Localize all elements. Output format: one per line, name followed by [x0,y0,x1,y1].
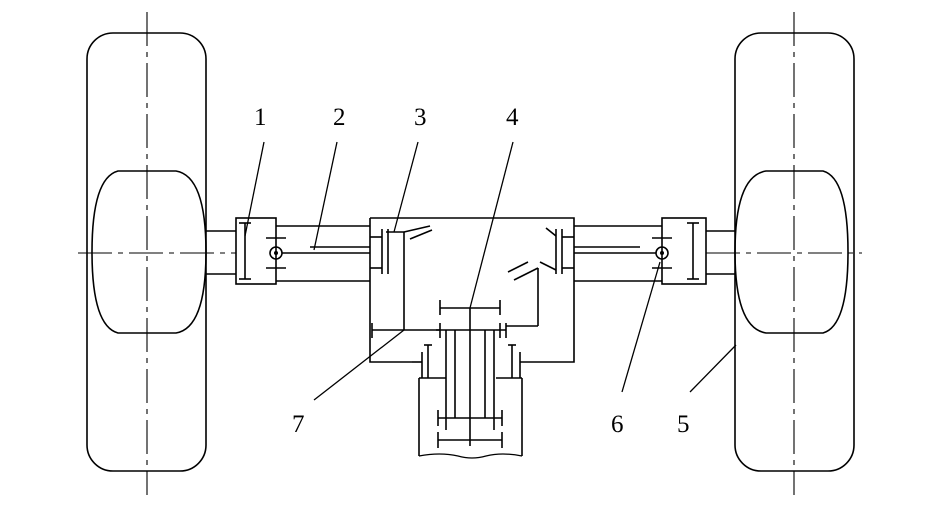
right-bevel-gears [507,227,574,326]
label-4: 4 [506,104,519,131]
transfer-gears [371,300,538,448]
leader-2 [313,141,338,251]
leader-lines [244,141,737,401]
housing-break-line [418,453,523,459]
left-half-shaft [276,225,370,282]
label-2: 2 [333,104,346,131]
left-tire [86,32,207,472]
stub-axles [206,230,735,275]
label-5: 5 [677,411,690,438]
left-rim [91,170,207,334]
housing-left-wall [369,218,412,363]
input-housing [418,377,523,459]
leader-5 [689,344,737,393]
label-1: 1 [254,104,267,131]
housing-right-wall [370,217,575,363]
right-hub-box [661,217,707,285]
central-housing [369,217,575,378]
right-rim [734,170,849,334]
left-wheel [86,32,207,472]
leader-1 [244,141,265,237]
right-wheel [734,32,855,472]
leader-4 [469,141,514,309]
part-labels: 1 2 3 4 5 6 7 [254,104,690,438]
center-lines [78,12,862,495]
label-7: 7 [292,411,305,438]
leader-7 [313,329,405,401]
label-3: 3 [414,104,427,131]
right-half-shaft [574,225,662,282]
label-6: 6 [611,411,624,438]
left-bevel-gears [370,225,433,330]
right-tire [734,32,855,472]
left-hub-housing [235,217,286,285]
right-hub-housing [652,217,707,285]
leader-3 [393,141,419,233]
leader-6 [621,261,661,393]
